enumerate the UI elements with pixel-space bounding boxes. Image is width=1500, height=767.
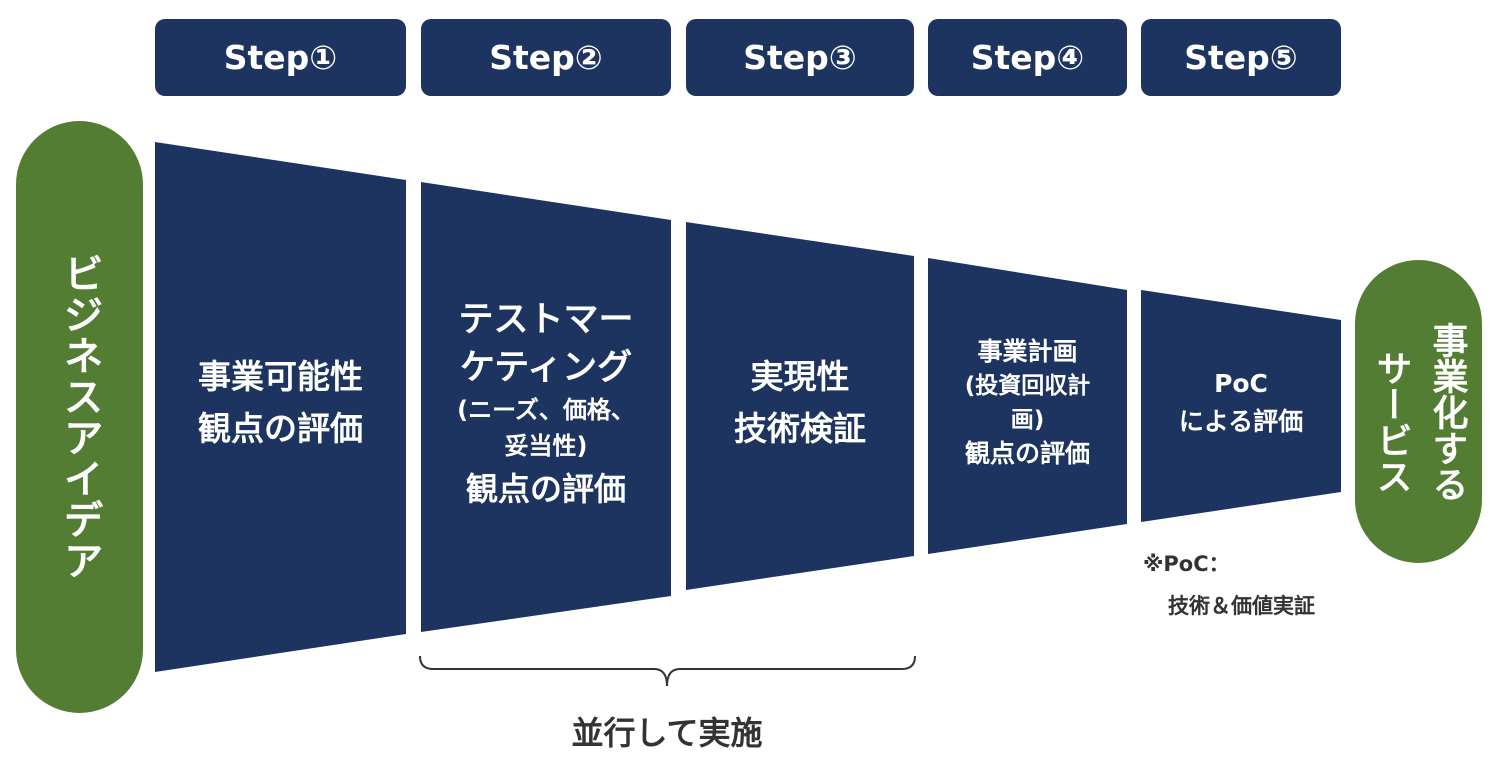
funnel-segment-5 [1141, 290, 1341, 522]
stage-3-line-1: 実現性 [750, 357, 850, 396]
funnel-segment-3 [686, 222, 914, 590]
poc-note-line-2: 技術＆価値実証 [1168, 594, 1315, 618]
stage-3-text: 実現性 技術検証 [686, 348, 914, 458]
stage-2-line-4: 妥当性) [504, 432, 588, 460]
stage-1-text: 事業可能性 観点の評価 [155, 348, 406, 458]
funnel-segment-1 [155, 142, 406, 672]
stage-2-text: テストマー ケティング (ニーズ、価格、 妥当性) 観点の評価 [421, 292, 671, 518]
stage-2-line-5: 観点の評価 [465, 470, 626, 508]
commercialized-label-col-1: 事業化する [1426, 321, 1468, 502]
stage-3-line-2: 技術検証 [734, 409, 866, 448]
funnel-segment-2 [421, 182, 671, 632]
stage-4-text: 事業計画 (投資回収計 画) 観点の評価 [928, 333, 1127, 473]
stage-1-line-1: 事業可能性 [198, 357, 363, 396]
parallel-execution-label: 並行して実施 [571, 714, 763, 752]
stage-4-line-1: 事業計画 [977, 337, 1078, 366]
business-idea-pill: ビジネスアイデア [16, 121, 143, 713]
stage-5-line-2: による評価 [1178, 407, 1304, 436]
funnel-segment-4 [928, 258, 1127, 554]
stage-4-line-3: 画) [1010, 407, 1045, 433]
step-header-2: Step② [421, 19, 671, 96]
stage-4-line-4: 観点の評価 [964, 439, 1090, 468]
stage-1-line-2: 観点の評価 [198, 409, 363, 448]
parallel-bracket [419, 655, 916, 687]
business-idea-label: ビジネスアイデア [56, 253, 103, 581]
stage-2-line-2: ケティング [459, 348, 633, 388]
stage-5-line-1: PoC [1214, 369, 1268, 398]
stage-4-line-2: (投資回収計 [964, 373, 1091, 399]
step-header-4: Step④ [928, 19, 1127, 96]
stage-5-text: PoC による評価 [1141, 363, 1341, 443]
step-header-5: Step⑤ [1141, 19, 1341, 96]
poc-note-line-1: ※PoC： [1143, 552, 1230, 576]
stage-2-line-1: テストマー [458, 300, 634, 340]
commercialized-label-col-2: サービス [1370, 349, 1412, 494]
step-header-3: Step③ [686, 19, 914, 96]
stage-2-line-3: (ニーズ、価格、 [457, 396, 635, 424]
step-header-1: Step① [155, 19, 406, 96]
commercialized-service-pill: 事業化する サービス [1355, 260, 1482, 563]
